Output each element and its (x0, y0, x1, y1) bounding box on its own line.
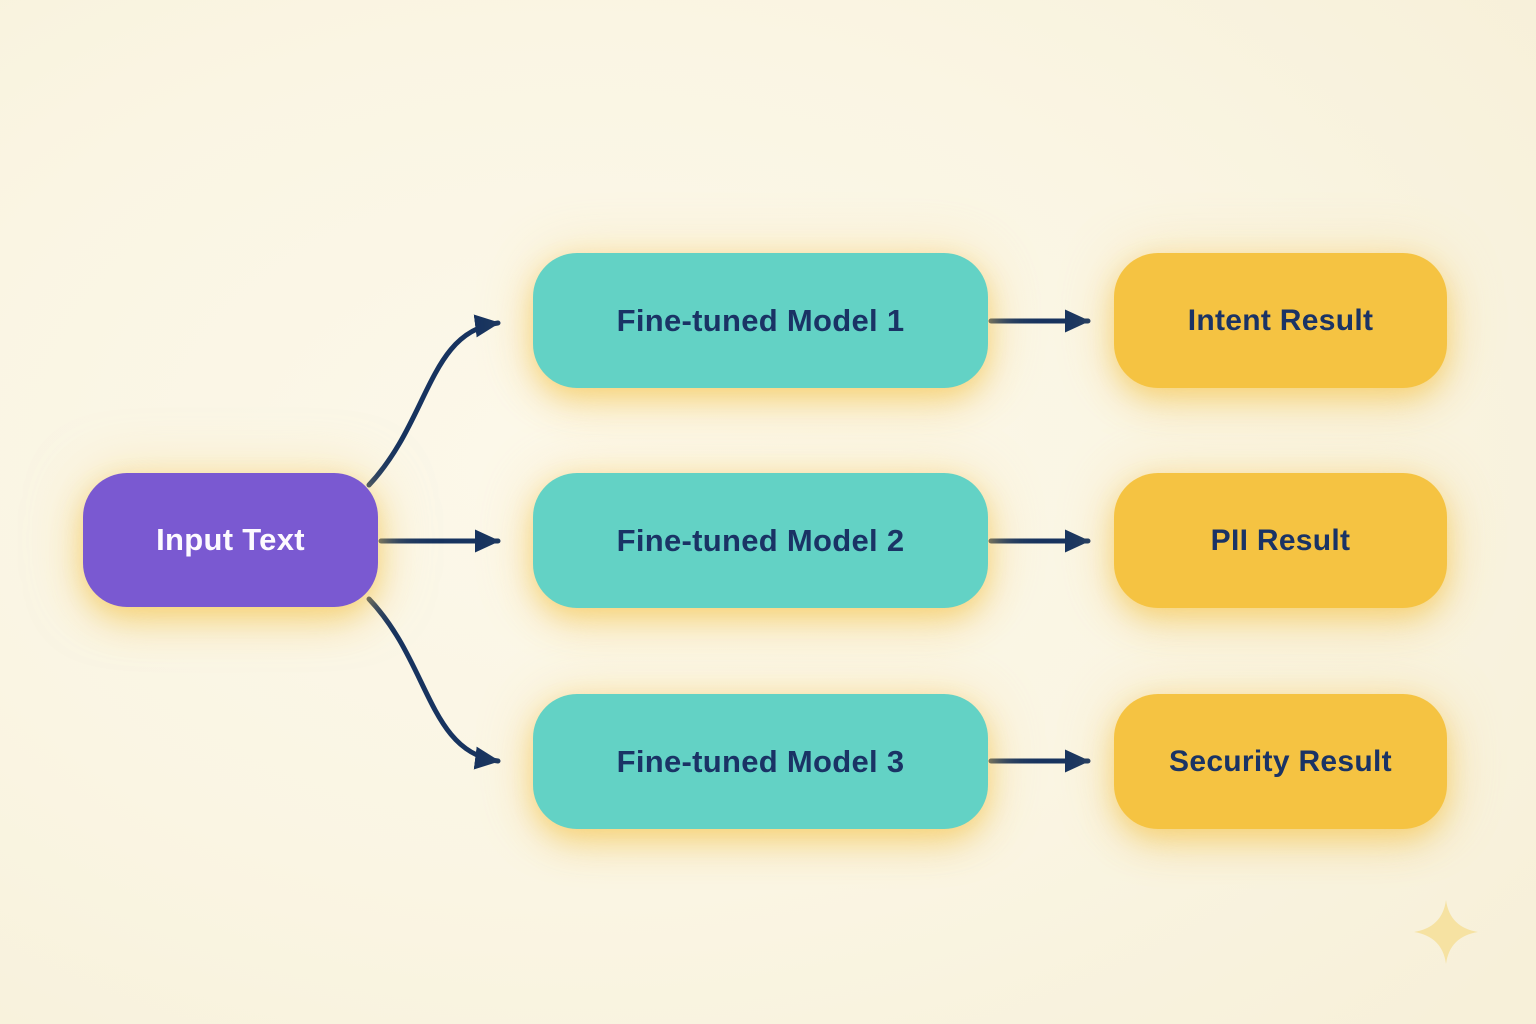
node-security-result: Security Result (1114, 694, 1447, 829)
arrow-input-to-model3 (366, 596, 501, 770)
sparkle-icon (1414, 900, 1478, 964)
node-fine-tuned-model-2: Fine-tuned Model 2 (533, 473, 988, 608)
node-label: Fine-tuned Model 3 (616, 743, 905, 779)
node-intent-result: Intent Result (1114, 253, 1447, 388)
node-fine-tuned-model-1: Fine-tuned Model 1 (533, 253, 988, 388)
node-label: Fine-tuned Model 2 (616, 522, 905, 558)
node-label: Intent Result (1187, 303, 1374, 337)
arrow-input-to-model1 (366, 314, 501, 488)
node-fine-tuned-model-3: Fine-tuned Model 3 (533, 694, 988, 829)
node-label: PII Result (1210, 523, 1351, 557)
node-label: Input Text (156, 522, 305, 557)
node-pii-result: PII Result (1114, 473, 1447, 608)
node-label: Security Result (1169, 744, 1392, 778)
node-input-text: Input Text (83, 473, 378, 607)
node-label: Fine-tuned Model 1 (616, 302, 905, 338)
